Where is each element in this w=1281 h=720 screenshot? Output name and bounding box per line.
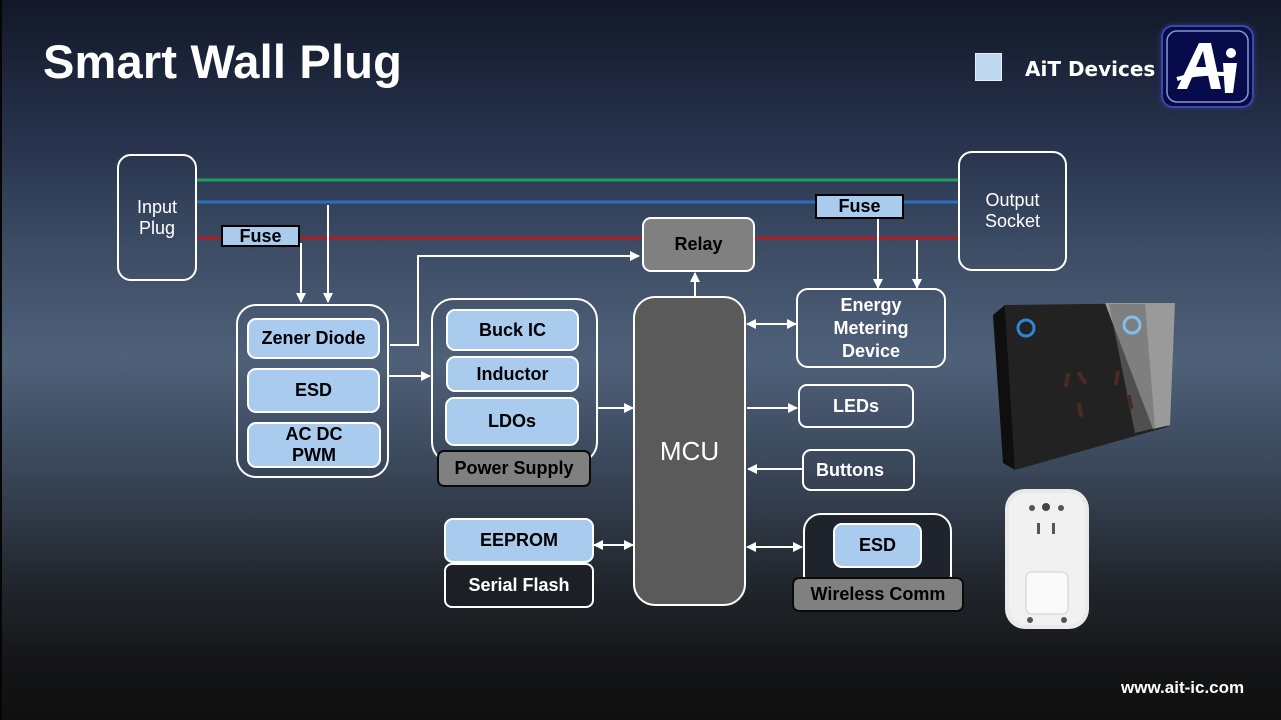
input-plug: Input Plug (117, 154, 197, 281)
output-socket: Output Socket (958, 151, 1067, 271)
serial-flash-block: Serial Flash (444, 563, 594, 608)
wireless-comm-label: Wireless Comm (792, 577, 964, 612)
input-protection-group (236, 304, 389, 478)
relay-block: Relay (642, 217, 755, 272)
ait-logo-icon (1166, 30, 1249, 103)
ait-logo (1161, 25, 1254, 108)
legend-swatch (975, 53, 1002, 81)
zener-diode-block: Zener Diode (247, 318, 380, 359)
buttons-block: Buttons (802, 449, 915, 491)
esd-block-input: ESD (247, 368, 380, 413)
esd-block-wireless: ESD (833, 523, 922, 568)
arrow-zener-to-relay (390, 251, 640, 346)
slide-title: Smart Wall Plug (43, 35, 403, 88)
buck-ic-block: Buck IC (446, 309, 579, 351)
energy-metering-block: Energy Metering Device (796, 288, 946, 368)
touch-button-icon (1122, 315, 1142, 335)
mcu-block: MCU (633, 296, 746, 606)
wall-socket-image (993, 303, 1175, 470)
leds-block: LEDs (798, 384, 914, 428)
plug-adapter-image (1005, 489, 1089, 629)
eeprom-block: EEPROM (444, 518, 594, 563)
power-supply-label: Power Supply (437, 450, 591, 487)
inductor-block: Inductor (446, 356, 579, 392)
fuse-input: Fuse (221, 225, 300, 247)
footer-url[interactable]: www.ait-ic.com (1121, 678, 1245, 697)
touch-button-icon (1016, 318, 1036, 338)
fuse-output: Fuse (815, 194, 904, 219)
legend-label: AiT Devices (1025, 57, 1156, 81)
ac-dc-pwm-block: AC DC PWM (247, 422, 381, 468)
ldos-block: LDOs (445, 397, 579, 446)
